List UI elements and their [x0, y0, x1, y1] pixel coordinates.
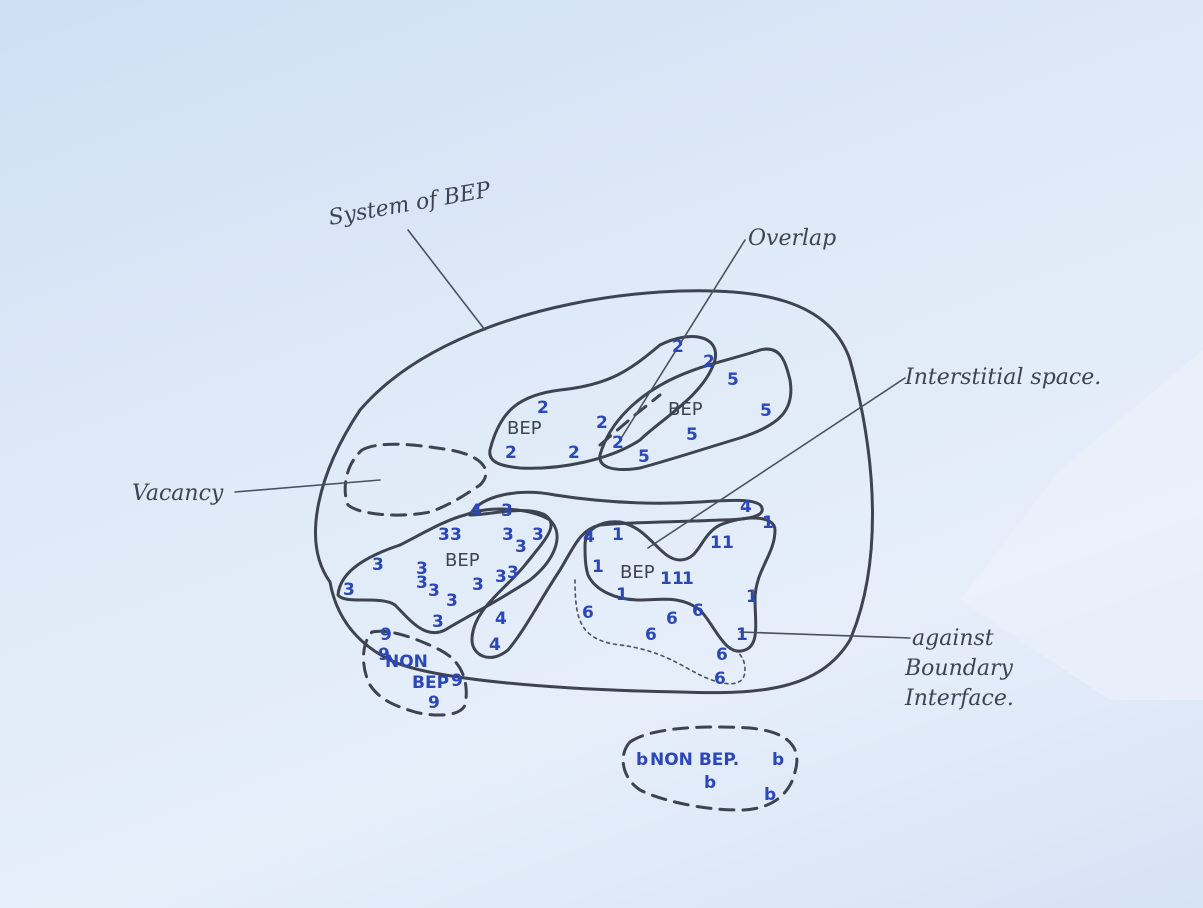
svg-text:4: 4 [495, 609, 507, 629]
bep-label-top-left: BEP [507, 418, 542, 439]
svg-text:1: 1 [592, 557, 604, 577]
svg-text:4: 4 [740, 497, 752, 517]
boundary-label-line2: Boundary [904, 656, 1013, 681]
leader-vacancy [235, 480, 380, 492]
svg-text:9: 9 [451, 671, 463, 691]
svg-text:6: 6 [666, 609, 678, 629]
svg-text:6: 6 [645, 625, 657, 645]
svg-text:1: 1 [660, 569, 672, 589]
svg-text:4: 4 [489, 635, 501, 655]
svg-text:6: 6 [716, 645, 728, 665]
svg-text:3: 3 [438, 525, 450, 545]
svg-text:b: b [704, 773, 716, 793]
svg-text:3: 3 [472, 575, 484, 595]
svg-text:3: 3 [450, 525, 462, 545]
svg-text:b: b [772, 750, 784, 770]
vacancy-region [345, 444, 486, 515]
svg-text:3: 3 [428, 581, 440, 601]
svg-text:9: 9 [380, 625, 392, 645]
non-bep-a-label-line1: NON [385, 652, 428, 672]
interstitial-label: Interstitial space. [904, 365, 1101, 390]
svg-text:3: 3 [416, 573, 428, 593]
svg-text:b: b [764, 785, 776, 805]
svg-text:9: 9 [428, 693, 440, 713]
svg-text:5: 5 [760, 401, 772, 421]
svg-text:5: 5 [686, 425, 698, 445]
svg-text:3: 3 [507, 563, 519, 583]
numerals-five: 5 5 5 5 [638, 370, 772, 467]
svg-text:3: 3 [432, 612, 444, 632]
svg-text:1: 1 [616, 585, 628, 605]
svg-text:3: 3 [501, 501, 513, 521]
svg-text:3: 3 [372, 555, 384, 575]
svg-text:1: 1 [762, 513, 774, 533]
overlap-label: Overlap [748, 226, 836, 251]
svg-text:2: 2 [596, 413, 608, 433]
svg-text:1: 1 [746, 587, 758, 607]
boundary-label-line1: against [912, 626, 994, 651]
system-label: System of BEP [327, 178, 494, 231]
numerals-three: 3 3 3 3 3 3 3 3 3 3 3 3 3 3 3 3 [343, 501, 544, 632]
svg-text:1: 1 [710, 533, 722, 553]
svg-text:2: 2 [537, 398, 549, 418]
vacancy-label: Vacancy [132, 481, 224, 506]
svg-text:2: 2 [672, 337, 684, 357]
svg-text:3: 3 [532, 525, 544, 545]
svg-text:9: 9 [378, 645, 390, 665]
bep-label-right: BEP [620, 562, 655, 583]
svg-text:1: 1 [612, 525, 624, 545]
svg-text:3: 3 [515, 537, 527, 557]
svg-text:6: 6 [582, 603, 594, 623]
svg-text:1: 1 [682, 569, 694, 589]
svg-text:1: 1 [736, 625, 748, 645]
overlap-dash [600, 395, 660, 445]
numerals-six: 6 6 6 6 6 6 [582, 601, 728, 689]
non-bep-b-label: NON BEP. [650, 750, 739, 770]
svg-text:6: 6 [692, 601, 704, 621]
svg-text:2: 2 [703, 352, 715, 372]
svg-text:4: 4 [583, 527, 595, 547]
leader-system [408, 230, 485, 330]
svg-text:2: 2 [505, 443, 517, 463]
svg-text:b: b [636, 750, 648, 770]
svg-text:2: 2 [568, 443, 580, 463]
non-bep-a-label-line2: BEP [412, 673, 449, 693]
svg-text:3: 3 [495, 567, 507, 587]
leader-boundary [740, 632, 910, 638]
bep-label-top-right: BEP [668, 399, 703, 420]
svg-text:3: 3 [446, 591, 458, 611]
svg-text:5: 5 [727, 370, 739, 390]
svg-text:6: 6 [714, 669, 726, 689]
svg-text:3: 3 [502, 525, 514, 545]
boundary-label-line3: Interface. [904, 686, 1014, 711]
svg-text:5: 5 [638, 447, 650, 467]
svg-text:1: 1 [722, 533, 734, 553]
svg-text:3: 3 [343, 580, 355, 600]
bep-label-middle: BEP [445, 550, 480, 571]
svg-text:4: 4 [470, 501, 482, 521]
system-boundary [316, 291, 873, 693]
svg-text:2: 2 [612, 433, 624, 453]
